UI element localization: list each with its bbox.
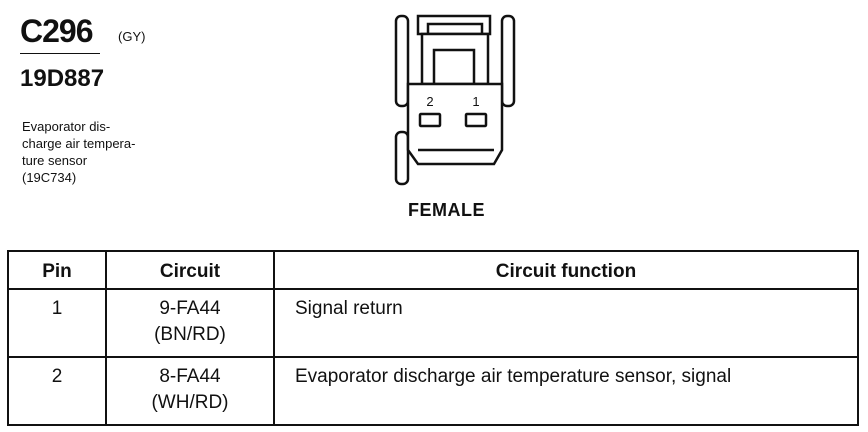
connector-left-latch [394, 14, 410, 108]
table-row: 2 8-FA44 (WH/RD) Evaporator discharge ai… [7, 356, 859, 426]
description-line: charge air tempera- [22, 136, 136, 151]
circuit-number: 8-FA44 [159, 366, 221, 387]
header-circuit-function: Circuit function [273, 250, 859, 290]
cell-pin: 1 [7, 288, 107, 358]
cell-circuit-function: Evaporator discharge air temperature sen… [273, 356, 859, 426]
cell-pin: 2 [7, 356, 107, 426]
table-row: 1 9-FA44 (BN/RD) Signal return [7, 288, 859, 358]
header-circuit: Circuit [105, 250, 275, 290]
description-line: (19C734) [22, 170, 77, 185]
cavity-label-2: 2 [426, 94, 433, 109]
connector-color-code: (GY) [118, 29, 146, 44]
connector-id-underline [20, 53, 100, 54]
connector-body [406, 82, 504, 166]
connector-left-latch-lower [394, 130, 410, 186]
cavity-label-1: 1 [472, 94, 479, 109]
cell-circuit: 9-FA44 (BN/RD) [105, 288, 275, 358]
cell-circuit-function: Signal return [273, 288, 859, 358]
connector-id: C296 [20, 13, 93, 49]
cavity-2-slot [418, 112, 442, 128]
connector-gender-label: FEMALE [408, 200, 485, 220]
pin-table: Pin Circuit Circuit function 1 9-FA44 (B… [7, 250, 859, 426]
cavity-1-slot [464, 112, 488, 128]
connector-right-latch [500, 14, 516, 108]
connector-face-diagram: 2 1 [394, 14, 516, 186]
table-header-row: Pin Circuit Circuit function [7, 250, 859, 290]
wire-color: (BN/RD) [154, 324, 226, 345]
cell-circuit: 8-FA44 (WH/RD) [105, 356, 275, 426]
circuit-number: 9-FA44 [159, 298, 221, 319]
connector-description: Evaporator dis- charge air tempera- ture… [22, 118, 135, 186]
description-line: ture sensor [22, 153, 88, 168]
wire-color: (WH/RD) [151, 392, 229, 413]
description-line: Evaporator dis- [22, 119, 111, 134]
header-pin: Pin [7, 250, 107, 290]
part-number: 19D887 [20, 65, 105, 92]
